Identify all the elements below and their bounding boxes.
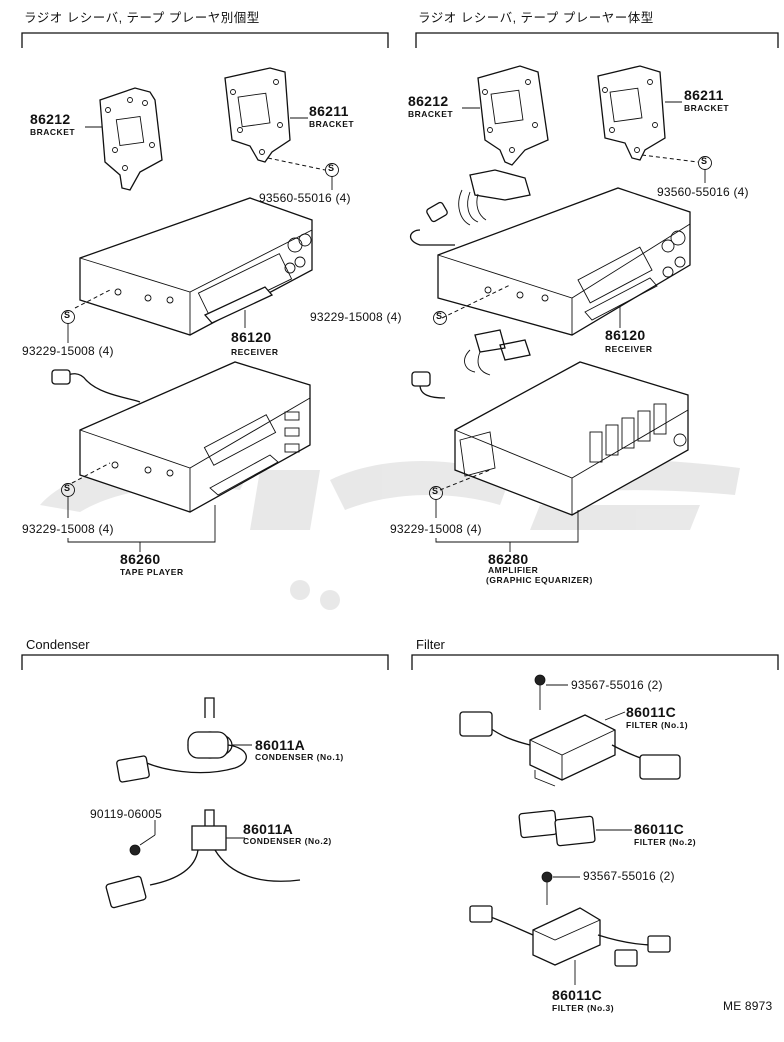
part-number-93229: 93229-15008 (4)	[22, 344, 114, 358]
section-frame-left	[21, 32, 389, 48]
part-number-93560: 93560-55016 (4)	[657, 185, 749, 199]
section-frame-right	[415, 32, 779, 48]
filter-no1	[459, 674, 681, 787]
receiver-86120-left	[74, 197, 313, 336]
part-name-tape-player: TAPE PLAYER	[120, 567, 184, 577]
part-number-86011c: 86011C	[634, 821, 685, 837]
bracket-86211-left	[224, 67, 326, 171]
part-name-graphic-equalizer: (GRAPHIC EQUARIZER)	[486, 575, 593, 585]
receiver-86120-right	[409, 169, 691, 336]
part-number-93229: 93229-15008 (4)	[390, 522, 482, 536]
screw-symbol-label: S	[64, 310, 71, 320]
part-number-86120: 86120	[605, 327, 646, 343]
part-number-93567: 93567-55016 (2)	[571, 678, 663, 692]
leader-bracket-86260	[67, 505, 216, 543]
part-number-86120: 86120	[231, 329, 272, 345]
part-number-86280: 86280	[488, 551, 529, 567]
screw-symbol	[433, 311, 447, 325]
bracket-86212-right	[462, 65, 549, 166]
part-name-bracket: BRACKET	[408, 109, 454, 119]
part-number-86211: 86211	[684, 87, 724, 103]
bracket-86211-right	[597, 65, 699, 163]
filter-no3	[469, 871, 671, 985]
part-number-86011c: 86011C	[626, 704, 677, 720]
part-name-filter-no1: FILTER (No.1)	[626, 720, 689, 730]
section-header-left: ラジオ レシーバ, テープ プレーヤ別個型	[24, 11, 260, 25]
bracket-86212-left	[85, 87, 163, 191]
part-number-90119: 90119-06005	[90, 807, 163, 821]
part-name-condenser-no1: CONDENSER (No.1)	[255, 752, 344, 762]
section-frame-condenser	[21, 654, 389, 670]
part-name-receiver: RECEIVER	[231, 347, 279, 357]
part-name-amplifier: AMPLIFIER	[488, 565, 539, 575]
reference-code: ME 8973	[723, 999, 773, 1013]
part-number-86011c: 86011C	[552, 987, 603, 1003]
part-number-93560: 93560-55016 (4)	[259, 191, 351, 205]
part-number-86011a: 86011A	[255, 737, 306, 753]
part-number-86011a: 86011A	[243, 821, 294, 837]
part-name-filter-no2: FILTER (No.2)	[634, 837, 697, 847]
part-number-93229: 93229-15008 (4)	[22, 522, 114, 536]
section-header-filter: Filter	[416, 637, 445, 652]
part-number-86212: 86212	[408, 93, 449, 109]
part-number-93567: 93567-55016 (2)	[583, 869, 675, 883]
part-name-bracket: BRACKET	[309, 119, 355, 129]
screw-symbol-label: S	[328, 163, 335, 173]
screw-symbol-label: S	[436, 311, 443, 321]
condenser-no2	[105, 809, 301, 909]
amplifier-86280-right	[411, 329, 689, 516]
screw-symbol-label: S	[64, 483, 71, 493]
part-number-86212: 86212	[30, 111, 71, 127]
part-name-bracket: BRACKET	[30, 127, 76, 137]
part-name-condenser-no2: CONDENSER (No.2)	[243, 836, 332, 846]
part-name-bracket: BRACKET	[684, 103, 730, 113]
part-number-86211: 86211	[309, 103, 349, 119]
screw-symbol-label: S	[432, 486, 439, 496]
filter-no2	[518, 809, 632, 847]
section-header-right: ラジオ レシーバ, テープ プレーヤー体型	[418, 11, 654, 25]
screw-symbol-label: S	[701, 156, 708, 166]
tape-player-86260-left	[51, 361, 311, 513]
leader-bracket-86280	[435, 510, 579, 543]
part-number-93229: 93229-15008 (4)	[310, 310, 402, 324]
condenser-no1	[116, 697, 252, 783]
part-number-86260: 86260	[120, 551, 161, 567]
section-header-condenser: Condenser	[26, 637, 90, 652]
part-name-filter-no3: FILTER (No.3)	[552, 1003, 615, 1013]
section-frame-filter	[411, 654, 779, 670]
part-name-receiver: RECEIVER	[605, 344, 653, 354]
